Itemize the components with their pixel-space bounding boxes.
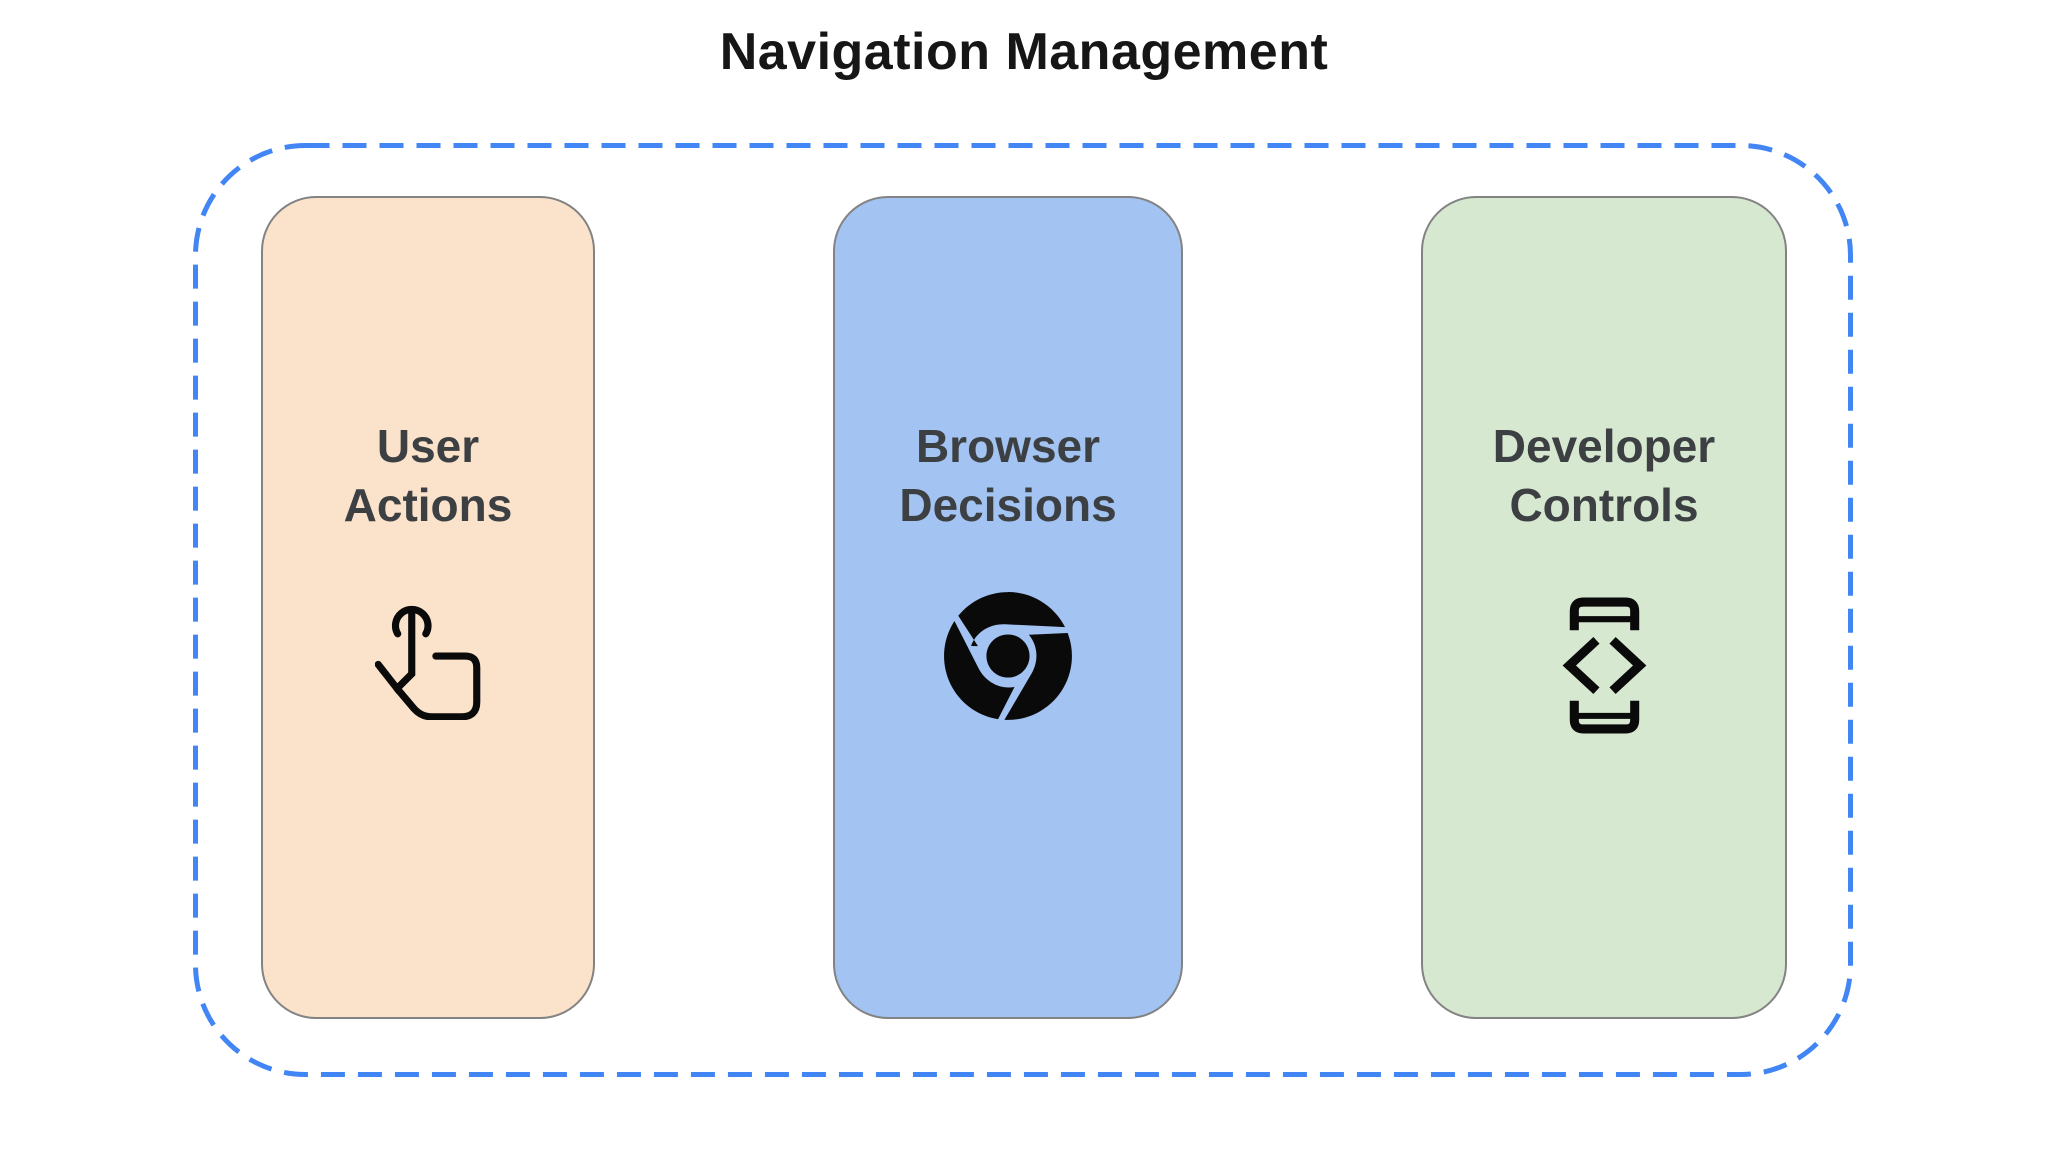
card-browser-decisions: Browser Decisions — [833, 196, 1183, 1019]
chrome-browser-icon — [944, 591, 1072, 720]
navigation-management-group: User Actions Browser Decisions — [193, 143, 1853, 1077]
card-user-actions: User Actions — [261, 196, 595, 1019]
card-icon-area — [375, 590, 481, 720]
card-label: Developer Controls — [1492, 420, 1716, 531]
developer-mode-icon — [1562, 597, 1646, 734]
dashed-border — [193, 143, 1853, 1077]
card-icon-area — [944, 590, 1072, 722]
card-label: Browser Decisions — [899, 420, 1117, 531]
cards-row: User Actions Browser Decisions — [193, 143, 1853, 1077]
card-icon-area — [1544, 590, 1665, 741]
card-label: User Actions — [343, 420, 513, 531]
diagram-title: Navigation Management — [719, 23, 1329, 81]
touch-gesture-icon — [375, 605, 481, 720]
card-developer-controls: Developer Controls — [1421, 196, 1787, 1019]
